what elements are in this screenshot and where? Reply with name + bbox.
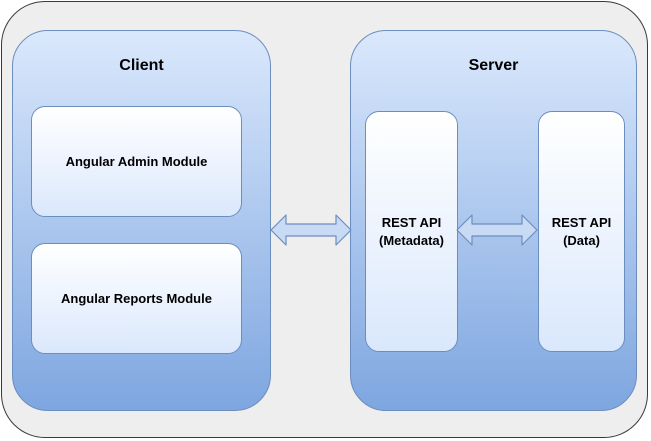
rest-api-data-label: REST API (Data) bbox=[551, 214, 612, 248]
angular-admin-module-label: Angular Admin Module bbox=[65, 153, 208, 169]
rest-api-metadata-label: REST API (Metadata) bbox=[378, 214, 444, 248]
angular-reports-module-box: Angular Reports Module bbox=[31, 243, 242, 354]
metadata-data-double-arrow bbox=[456, 214, 538, 246]
rest-api-data-box: REST API (Data) bbox=[538, 111, 625, 352]
client-title: Client bbox=[119, 57, 164, 74]
rest-api-metadata-box: REST API (Metadata) bbox=[365, 111, 458, 352]
client-server-double-arrow bbox=[270, 214, 352, 246]
server-panel: Server REST API (Metadata) REST API (Dat… bbox=[350, 30, 637, 411]
angular-admin-module-box: Angular Admin Module bbox=[31, 106, 242, 217]
client-panel: Client Angular Admin Module Angular Repo… bbox=[12, 30, 271, 411]
angular-reports-module-label: Angular Reports Module bbox=[61, 290, 212, 306]
server-title: Server bbox=[468, 57, 519, 74]
